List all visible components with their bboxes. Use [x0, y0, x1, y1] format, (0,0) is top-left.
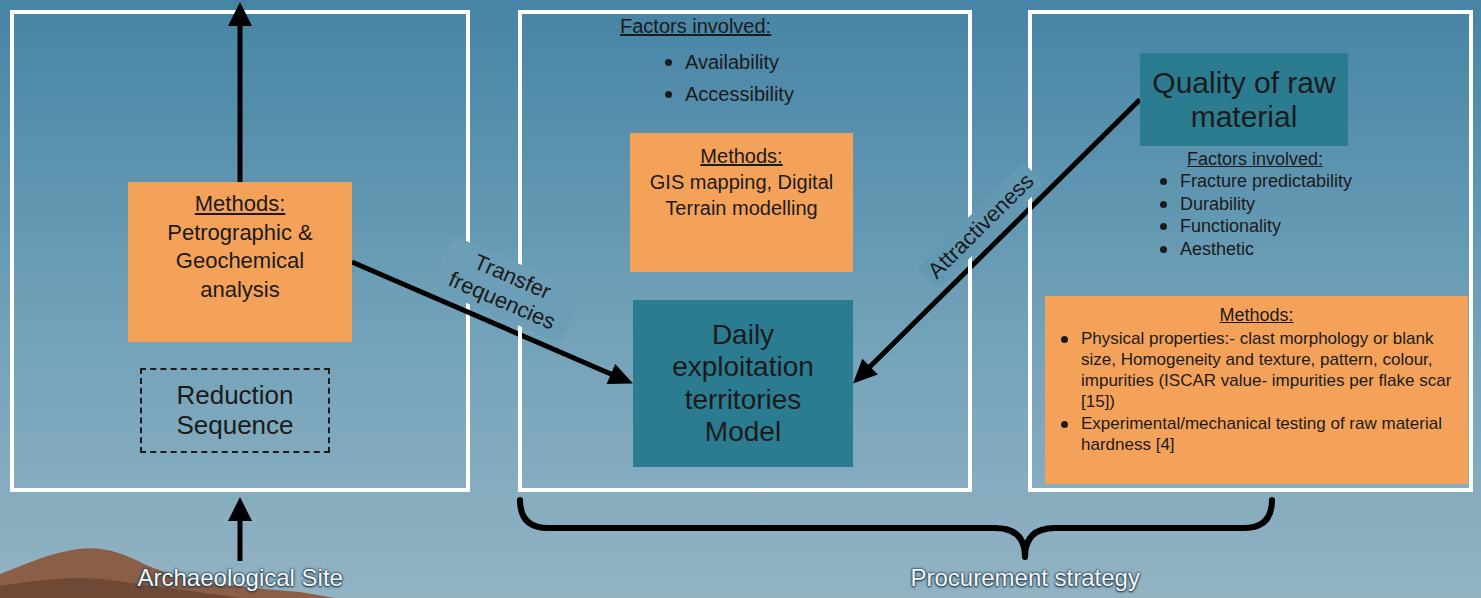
dashed-box: Reduction Sequence: [140, 368, 330, 453]
bullet-item: Experimental/mechanical testing of raw m…: [1081, 414, 1456, 455]
outflow-arrow-line: [238, 22, 243, 182]
bullet-item: Accessibility: [685, 82, 794, 106]
input-arrow-line: [238, 518, 243, 561]
edge-label: Attractiveness: [917, 162, 1045, 289]
method-box: Methods:Petrographic & Geochemical analy…: [128, 182, 352, 342]
bullet-item: Aesthetic: [1180, 239, 1254, 261]
box-text: GIS mapping, Digital Terrain modelling: [640, 169, 843, 221]
bullet-item: Fracture predictability: [1180, 171, 1352, 193]
panel: Factors involved: AvailabilityAccessibili…: [518, 10, 972, 492]
input-arrow-head: [228, 497, 252, 521]
edge-label: Transfer frequencies: [430, 235, 583, 343]
curly-brace: [520, 500, 1272, 557]
method-box: Methods:Physical properties:- clast morp…: [1045, 296, 1468, 484]
quality-box: Quality of raw material: [1140, 53, 1348, 146]
panel-heading: Factors involved:: [1187, 149, 1323, 171]
caption-label: Archaeological Site: [138, 564, 343, 592]
panel: Factors involved:Fracture predictability…: [1028, 10, 1473, 492]
bullet-item: Durability: [1180, 194, 1255, 216]
box-text: Petrographic & Geochemical analysis: [138, 219, 342, 305]
method-box: Methods:GIS mapping, Digital Terrain mod…: [630, 133, 853, 272]
box-heading: Methods:: [1219, 304, 1293, 327]
model-box: Daily exploitation territories Model: [633, 300, 853, 467]
box-heading: Methods:: [700, 143, 782, 169]
panel-heading: Factors involved:: [620, 14, 771, 38]
box-heading: Methods:: [195, 190, 286, 219]
caption-label: Procurement strategy: [911, 564, 1140, 592]
arrow-head: [853, 359, 878, 384]
panel-frame: [12, 12, 468, 490]
box-text: Quality of raw material: [1148, 66, 1340, 133]
outflow-arrow-head: [228, 2, 252, 26]
bullet-item: Physical properties:- clast morphology o…: [1081, 329, 1456, 412]
bullet-item: Availability: [685, 50, 779, 74]
arrow-head: [607, 364, 633, 384]
box-text: Daily exploitation territories Model: [645, 319, 841, 448]
box-text: Reduction Sequence: [150, 381, 320, 441]
bullet-item: Functionality: [1180, 216, 1281, 238]
